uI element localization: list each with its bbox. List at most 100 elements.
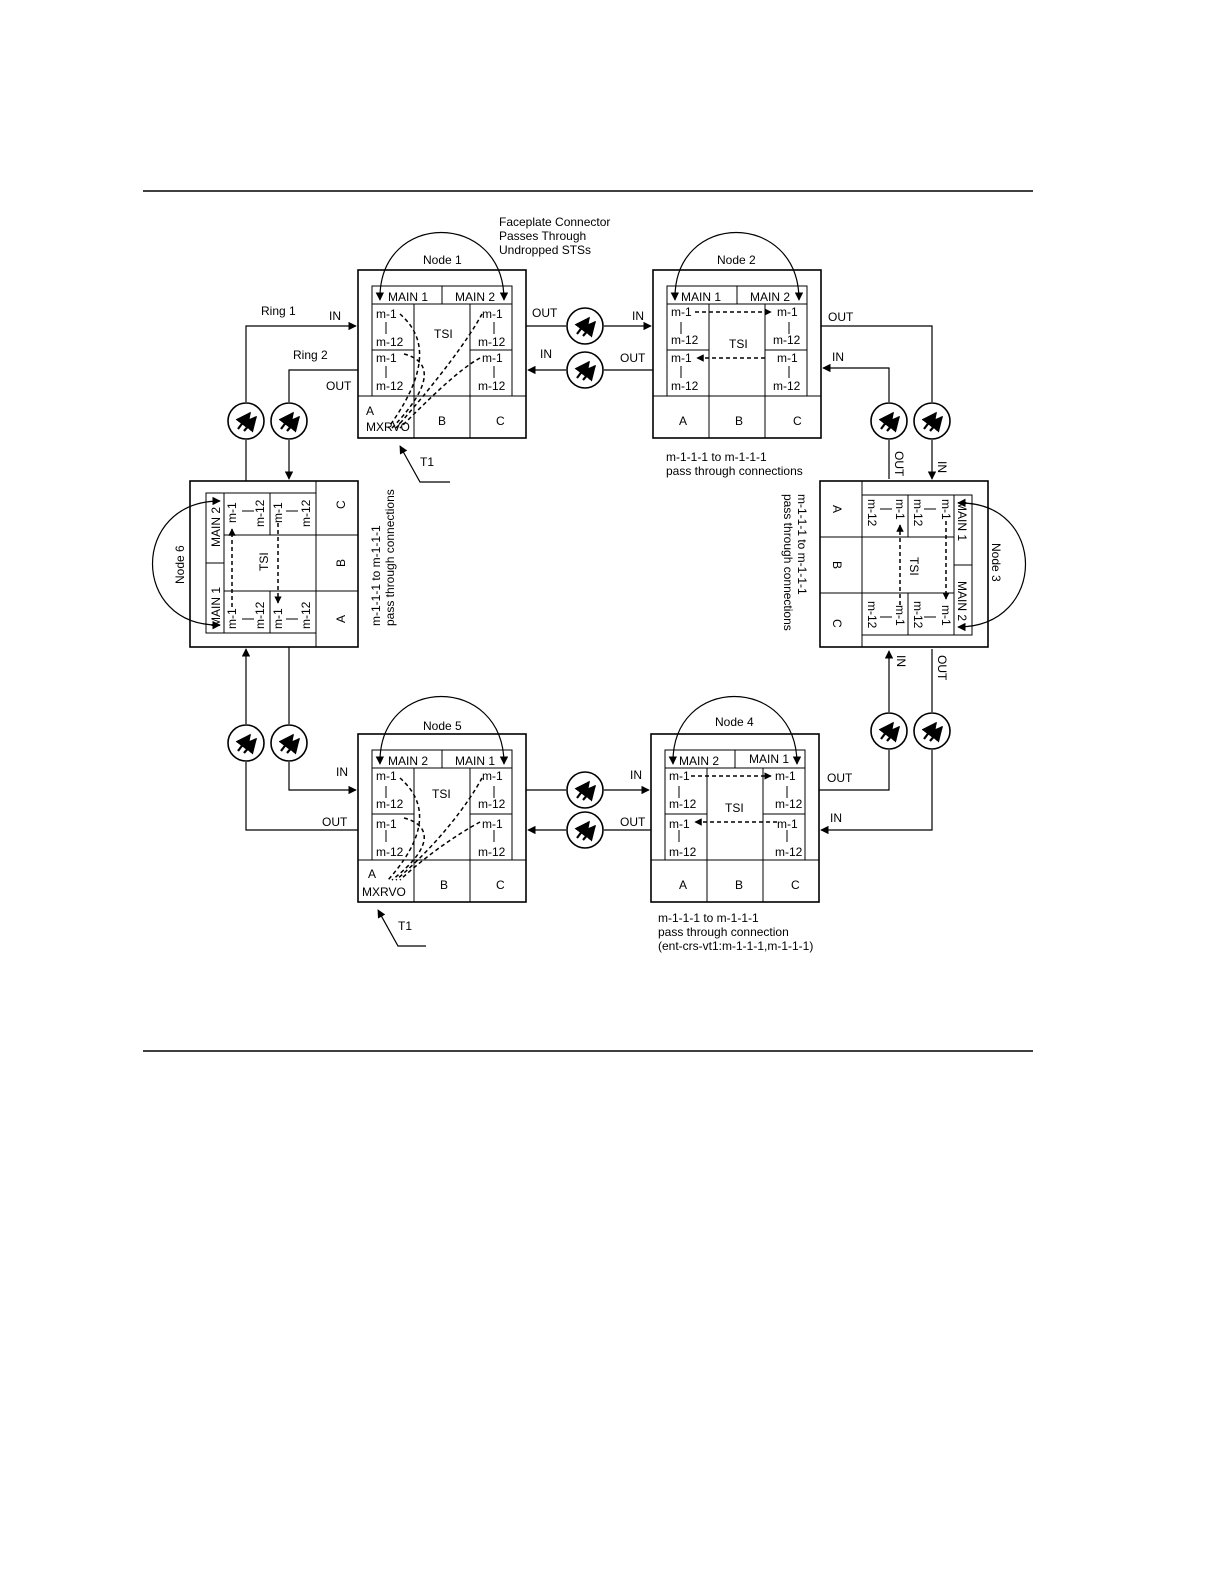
optical-connector-icon <box>270 724 308 762</box>
node4-m1-tr: m-1 <box>775 769 796 783</box>
node6-m1-tr: m-1 <box>225 502 239 523</box>
node4-m1-bl: m-1 <box>669 817 690 831</box>
node-6: MAIN 1 MAIN 2 m-1 m-12 m-1 m-12 m-1 m-12… <box>151 480 359 648</box>
node6-m1-br: m-1 <box>271 502 285 523</box>
n4-out-label: OUT <box>827 771 853 785</box>
node2-note-2: pass through connections <box>666 464 803 478</box>
node5-m1-tl: m-1 <box>376 769 397 783</box>
node6-main1-label: MAIN 1 <box>209 587 223 627</box>
node3-m12-tl: m-12 <box>911 499 925 527</box>
node1-m1-br: m-1 <box>482 351 503 365</box>
node3-slot-a: A <box>830 505 844 513</box>
node6-m12-tl: m-12 <box>253 601 267 629</box>
port-labels: IN OUT OUT IN IN OUT OUT IN OUT IN IN OU… <box>261 304 949 933</box>
node4-m12-br: m-12 <box>775 845 803 859</box>
optical-connector-icon <box>913 712 951 750</box>
node6-m12-tr: m-12 <box>253 499 267 527</box>
node2-tsi: TSI <box>729 337 748 351</box>
node2-m1-bl: m-1 <box>671 351 692 365</box>
node3-m1-tl: m-1 <box>939 499 953 520</box>
n1-out-label: OUT <box>326 379 352 393</box>
node1-main1-label: MAIN 1 <box>388 290 428 304</box>
node6-title: Node 6 <box>173 545 187 584</box>
node4-title: Node 4 <box>715 715 754 729</box>
optical-connector-icon <box>566 811 604 849</box>
node2-note-1: m-1-1-1 to m-1-1-1 <box>666 450 767 464</box>
n4-in-label: IN <box>830 811 842 825</box>
n2-out2-label: OUT <box>828 310 854 324</box>
node-2: MAIN 1 MAIN 2 m-1 m-12 m-1 m-12 m-1 m-12… <box>652 231 822 439</box>
node6-note-1: m-1-1-1 to m-1-1-1 <box>369 525 383 626</box>
ring2-label: Ring 2 <box>293 348 328 362</box>
node5-m1-bl: m-1 <box>376 817 397 831</box>
node-3: MAIN 1 MAIN 2 m-1 m-12 m-1 m-12 m-1 m-12… <box>819 480 1027 648</box>
node3-slot-b: B <box>830 561 844 569</box>
node2-title: Node 2 <box>717 253 756 267</box>
notes: Faceplate Connector Passes Through Undro… <box>369 215 813 953</box>
ring1-label: Ring 1 <box>261 304 296 318</box>
optical-connector-icon <box>227 724 265 762</box>
node2-slot-a: A <box>679 414 687 428</box>
node4-slot-b: B <box>735 878 743 892</box>
optical-connector-icon <box>870 712 908 750</box>
optical-connector-icon <box>913 402 951 440</box>
node1-main2-label: MAIN 2 <box>455 290 495 304</box>
node1-m1-bl: m-1 <box>376 351 397 365</box>
node4-m1-br: m-1 <box>777 817 798 831</box>
node5-slot-c: C <box>496 878 505 892</box>
node1-slot-c: C <box>496 414 505 428</box>
optical-connector-icon <box>227 402 265 440</box>
node5-m12-tr: m-12 <box>478 797 506 811</box>
node3-m12-tr: m-12 <box>911 601 925 629</box>
node4-m12-tr: m-12 <box>775 797 803 811</box>
node5-main1-label: MAIN 1 <box>455 754 495 768</box>
node1-slot-b: B <box>438 414 446 428</box>
node5-m12-br: m-12 <box>478 845 506 859</box>
node2-m12-bl: m-12 <box>671 379 699 393</box>
node1-tsi: TSI <box>434 327 453 341</box>
n2-in2-label: IN <box>832 350 844 364</box>
node4-main2-label: MAIN 2 <box>679 754 719 768</box>
node4-note-1: m-1-1-1 to m-1-1-1 <box>658 911 759 925</box>
optical-connector-icon <box>566 771 604 809</box>
node1-m12-br: m-12 <box>478 379 506 393</box>
node2-m1-br: m-1 <box>777 351 798 365</box>
node-5: MAIN 2 MAIN 1 m-1 m-12 m-1 m-12 m-1 m-12… <box>357 695 527 903</box>
node2-main1-label: MAIN 1 <box>681 290 721 304</box>
n5-t1-label: T1 <box>398 919 412 933</box>
node2-m12-br: m-12 <box>773 379 801 393</box>
n5-out-label: OUT <box>322 815 348 829</box>
node1-m1-tl: m-1 <box>376 307 397 321</box>
node3-m12-bl: m-12 <box>865 499 879 527</box>
node5-slot-a: A <box>368 867 376 881</box>
node1-title: Node 1 <box>423 253 462 267</box>
node5-m12-tl: m-12 <box>376 797 404 811</box>
n4-in2-label: IN <box>630 768 642 782</box>
node1-m1-tr: m-1 <box>482 307 503 321</box>
node2-m1-tr: m-1 <box>777 305 798 319</box>
node6-m1-bl: m-1 <box>271 608 285 629</box>
node4-note-2: pass through connection <box>658 925 789 939</box>
node-1: MAIN 1 MAIN 2 m-1 m-12 m-1 m-12 m-1 m-12… <box>357 231 527 439</box>
node4-main1-label: MAIN 1 <box>749 752 789 766</box>
node4-note-3: (ent-crs-vt1:m-1-1-1,m-1-1-1) <box>658 939 813 953</box>
n3-out-label: OUT <box>892 451 906 477</box>
optical-connector-icon <box>870 402 908 440</box>
node5-main2-label: MAIN 2 <box>388 754 428 768</box>
node6-m12-bl: m-12 <box>299 601 313 629</box>
node6-slot-a: A <box>334 615 348 623</box>
node5-m12-bl: m-12 <box>376 845 404 859</box>
node6-m12-br: m-12 <box>299 499 313 527</box>
optical-connector-icon <box>566 351 604 389</box>
node6-note-2: pass through connections <box>383 489 397 626</box>
n3-out2-label: OUT <box>935 655 949 681</box>
node6-m1-tl: m-1 <box>225 608 239 629</box>
node2-m12-tr: m-12 <box>773 333 801 347</box>
node3-m12-br: m-12 <box>865 601 879 629</box>
node3-main1-label: MAIN 1 <box>955 501 969 541</box>
node3-note-1: m-1-1-1 to m-1-1-1 <box>795 494 809 595</box>
node3-note-2: pass through connections <box>781 494 795 631</box>
node3-main2-label: MAIN 2 <box>955 581 969 621</box>
faceplate-note-3: Undropped STSs <box>499 243 591 257</box>
node2-m12-tl: m-12 <box>671 333 699 347</box>
